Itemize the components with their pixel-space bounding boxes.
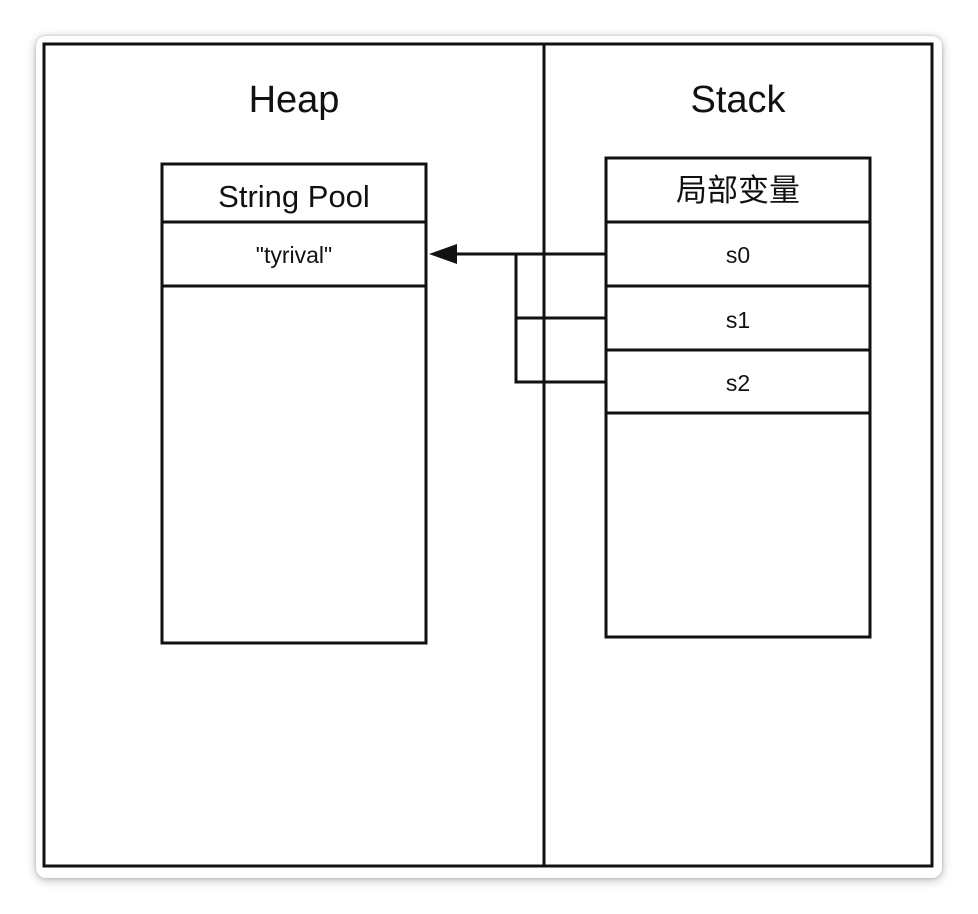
string-pool: String Pool "tyrival" [160, 162, 428, 645]
diagram-frame [42, 42, 934, 868]
variable-s2: s2 [726, 370, 750, 396]
stack-title: Stack [690, 79, 786, 121]
diagram-card [36, 36, 942, 878]
string-pool-header: String Pool [218, 179, 370, 214]
heap-title: Heap [249, 79, 340, 121]
reference-line-s1 [514, 254, 606, 320]
reference-line-s2 [514, 254, 606, 384]
variable-s0: s0 [726, 242, 750, 268]
local-variables-header: 局部变量 [676, 173, 800, 208]
local-variables-box [604, 156, 872, 639]
variable-s1: s1 [726, 307, 750, 333]
reference-arrowhead [429, 244, 457, 264]
reference-connectors [429, 244, 606, 384]
string-pool-box [160, 162, 428, 645]
string-pool-entry: "tyrival" [256, 242, 332, 268]
local-variables-table: 局部变量 s0 s1 s2 [604, 156, 872, 639]
